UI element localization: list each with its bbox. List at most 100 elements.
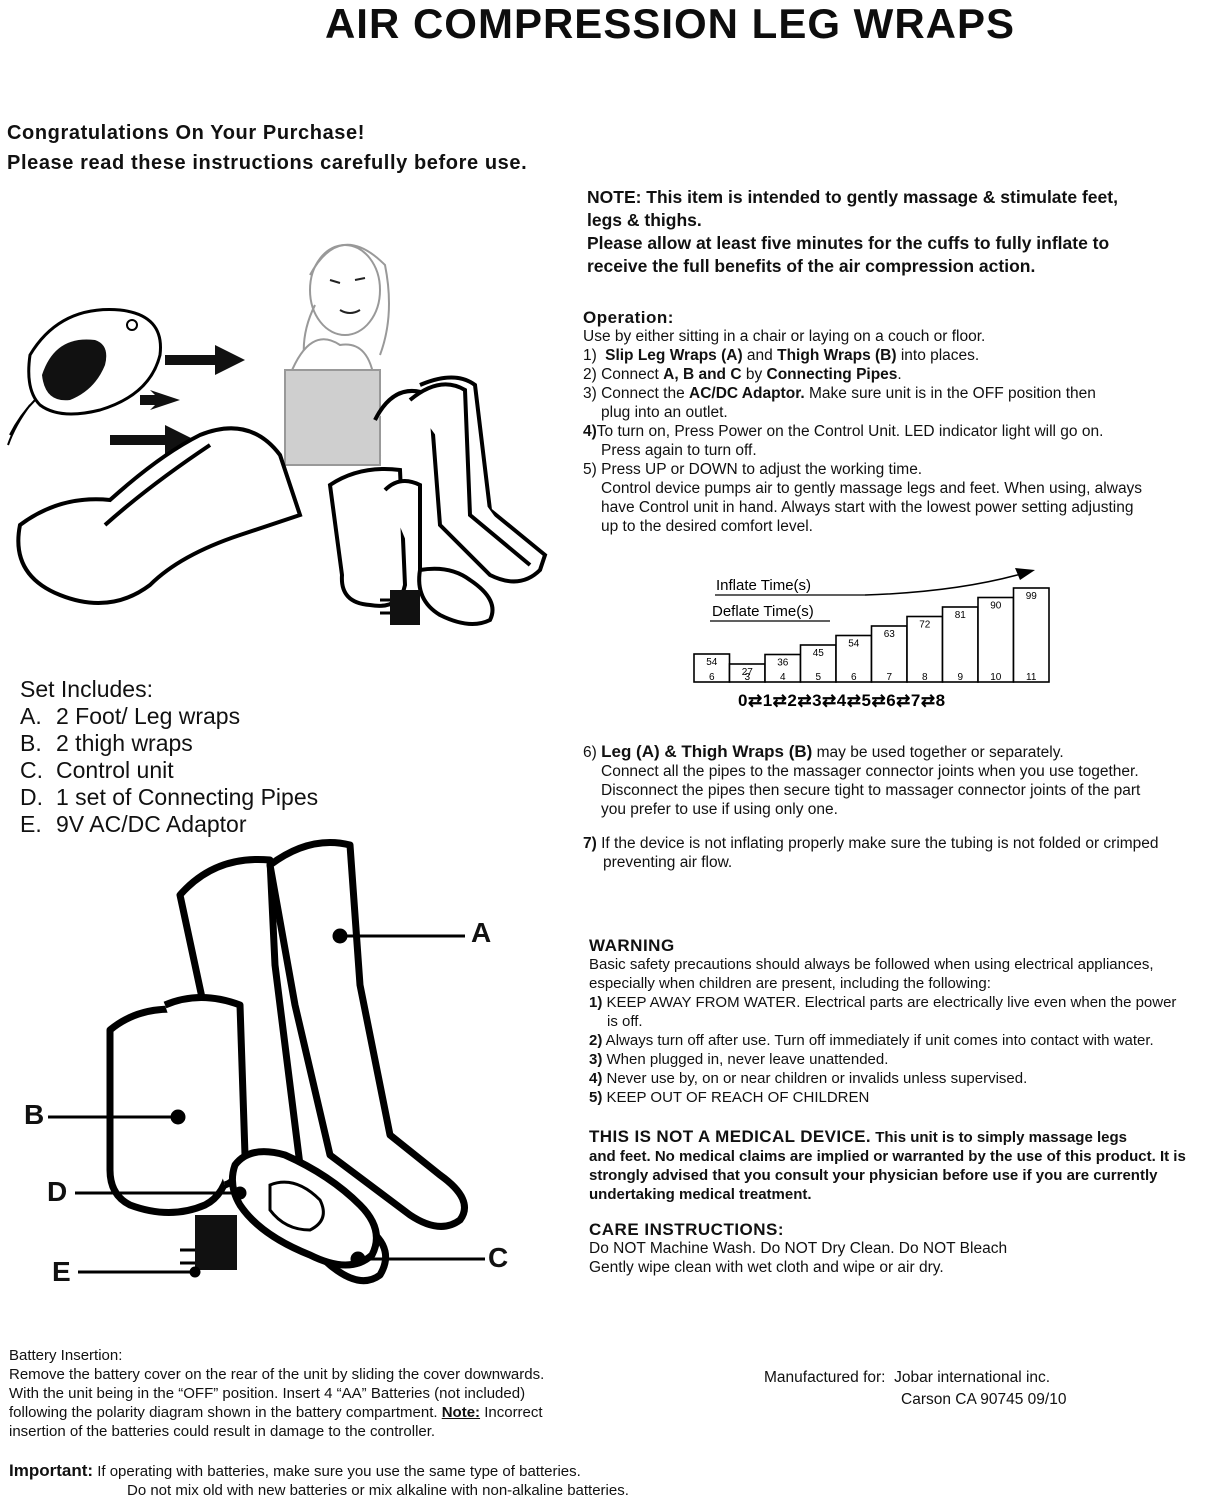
disclaimer-line-4: undertaking medical treatment. [589, 1186, 812, 1203]
warning-item-2: 2) Always turn off after use. Turn off i… [589, 1031, 1214, 1050]
inflate-value-label: 45 [813, 648, 825, 659]
intro-text: Congratulations On Your Purchase! Please… [7, 118, 527, 178]
level-sequence: 0⇄1⇄2⇄3⇄4⇄5⇄6⇄7⇄8 [738, 691, 946, 710]
set-item-text: 2 Foot/ Leg wraps [56, 703, 241, 729]
step-number: 2) [583, 366, 597, 383]
leg-wrap-back [176, 855, 390, 1285]
adaptor-term: AC/DC Adaptor. [689, 385, 805, 402]
note-block: NOTE: This item is intended to gently ma… [587, 186, 1187, 278]
step-text: To turn on, Press Power on the Control U… [596, 423, 1104, 440]
manufacturer-name: Jobar international inc. [894, 1369, 1051, 1386]
instruction-6-line-4: you prefer to use if using only one. [601, 801, 838, 818]
instruction-6: 6) Leg (A) & Thigh Wraps (B) may be used… [583, 742, 1183, 819]
parts-diagram [48, 839, 485, 1285]
inflate-value-label: 27 [742, 667, 754, 678]
timing-bar [870, 625, 908, 683]
deflate-value-label: 5 [815, 672, 821, 683]
deflate-value-label: 8 [922, 672, 928, 683]
step-number: 1) [583, 347, 597, 364]
important-text: If operating with batteries, make sure y… [93, 1463, 581, 1480]
battery-line-2: With the unit being in the “OFF” positio… [9, 1385, 526, 1402]
warning-intro-2: especially when children are present, in… [589, 975, 991, 992]
warning-item-1-cont: is off. [607, 1013, 643, 1030]
trend-arrow-line [864, 571, 1029, 596]
adaptor-illustration [380, 590, 420, 625]
arrow-icons [110, 345, 245, 455]
battery-note-label: Note: [441, 1404, 481, 1421]
deflate-value-label: 7 [886, 672, 892, 683]
set-item: D.1 set of Connecting Pipes [20, 784, 318, 811]
step-text: Connect [596, 366, 664, 383]
leader-dot-a [332, 928, 348, 944]
deflate-value-label: 10 [990, 672, 1002, 683]
usage-illustration [7, 243, 548, 626]
step-number: 2) [589, 1032, 603, 1049]
note-line-4: receive the full benefits of the air com… [587, 256, 1036, 276]
step-number: 3) [583, 385, 597, 402]
note-line-1: NOTE: This item is intended to gently ma… [587, 187, 1118, 207]
step-number: 6) [583, 744, 597, 761]
operation-step-4-cont: Press again to turn off. [601, 442, 757, 459]
battery-text: Incorrect [480, 1404, 543, 1421]
set-includes: Set Includes: A.2 Foot/ Leg wraps B.2 th… [20, 676, 318, 838]
leader-dot-d [233, 1186, 247, 1200]
operation-step-5: 5) Press UP or DOWN to adjust the workin… [583, 460, 1183, 479]
control-panel [268, 1180, 325, 1232]
warning-intro-1: Basic safety precautions should always b… [589, 956, 1154, 973]
step-number: 4) [583, 423, 597, 440]
timing-bar [977, 596, 1015, 683]
set-item-letter: B. [20, 730, 42, 756]
operation-step-1: 1) Slip Leg Wraps (A) and Thigh Wraps (B… [583, 346, 1183, 365]
timing-bar [941, 606, 979, 683]
operation-heading: Operation: [583, 308, 674, 327]
disclaimer-line-2: and feet. No medical claims are implied … [589, 1148, 1186, 1165]
parts-term: A, B and C [663, 366, 742, 383]
disclaimer-text: This unit is to simply massage legs [871, 1129, 1127, 1146]
operation-step-5-line-2: Control device pumps air to gently massa… [601, 480, 1143, 497]
intro-line-1: Congratulations On Your Purchase! [7, 122, 365, 144]
step-number: 4) [589, 1070, 603, 1087]
set-item-letter: C. [20, 757, 43, 783]
warning-item-3: 3) When plugged in, never leave unattend… [589, 1050, 1214, 1069]
important-line-2: Do not mix old with new batteries or mix… [127, 1482, 629, 1499]
wraps-term: Leg (A) & Thigh Wraps (B) [601, 742, 813, 761]
set-item-text: Control unit [56, 757, 174, 783]
instruction-7-line-2: preventing air flow. [603, 854, 733, 871]
care-instructions: CARE INSTRUCTIONS: Do NOT Machine Wash. … [589, 1220, 1209, 1277]
step-text: by [741, 366, 767, 383]
battery-insertion: Battery Insertion: Remove the battery co… [9, 1346, 589, 1441]
operation-step-2: 2) Connect A, B and C by Connecting Pipe… [583, 365, 1183, 384]
adaptor-prongs [180, 1248, 195, 1265]
battery-heading: Battery Insertion: [9, 1347, 123, 1364]
inflate-value-label: 54 [706, 657, 718, 668]
set-item-letter: D. [20, 784, 43, 810]
intro-line-2: Please read these instructions carefully… [7, 152, 528, 174]
step-number: 7) [583, 835, 597, 852]
step-text: Press UP or DOWN to adjust the working t… [596, 461, 923, 478]
set-item-text: 9V AC/DC Adaptor [56, 811, 247, 837]
set-item-letter: A. [20, 703, 42, 729]
warning-text: When plugged in, never leave unattended. [602, 1051, 889, 1068]
step-number: 1) [589, 994, 603, 1011]
operation-section: Operation: Use by either sitting in a ch… [583, 308, 1183, 536]
warning-text: Always turn off after use. Turn off imme… [602, 1032, 1154, 1049]
operation-intro: Use by either sitting in a chair or layi… [583, 328, 986, 345]
leader-dot-c [350, 1251, 366, 1267]
important-note: Important: If operating with batteries, … [9, 1461, 709, 1500]
deflate-label: Deflate Time(s) [712, 603, 814, 620]
step-number: 5) [589, 1089, 603, 1106]
step-text: If the device is not inflating properly … [596, 835, 1159, 852]
battery-line-3: following the polarity diagram shown in … [9, 1403, 589, 1422]
operation-step-5-line-3: have Control unit in hand. Always start … [601, 499, 1134, 516]
connecting-pipes-term: Connecting Pipes [766, 366, 898, 383]
timing-bar [1012, 587, 1050, 683]
leg-wraps-illustration [16, 375, 548, 626]
thigh-wraps-term: Thigh Wraps (B) [777, 347, 897, 364]
leader-dot-b [170, 1109, 186, 1125]
step-text: into places. [896, 347, 980, 364]
step-number: 5) [583, 461, 597, 478]
set-item-text: 2 thigh wraps [56, 730, 193, 756]
warning-item-1: 1) KEEP AWAY FROM WATER. Electrical part… [589, 993, 1214, 1012]
diagram-label-d: D [47, 1176, 68, 1207]
